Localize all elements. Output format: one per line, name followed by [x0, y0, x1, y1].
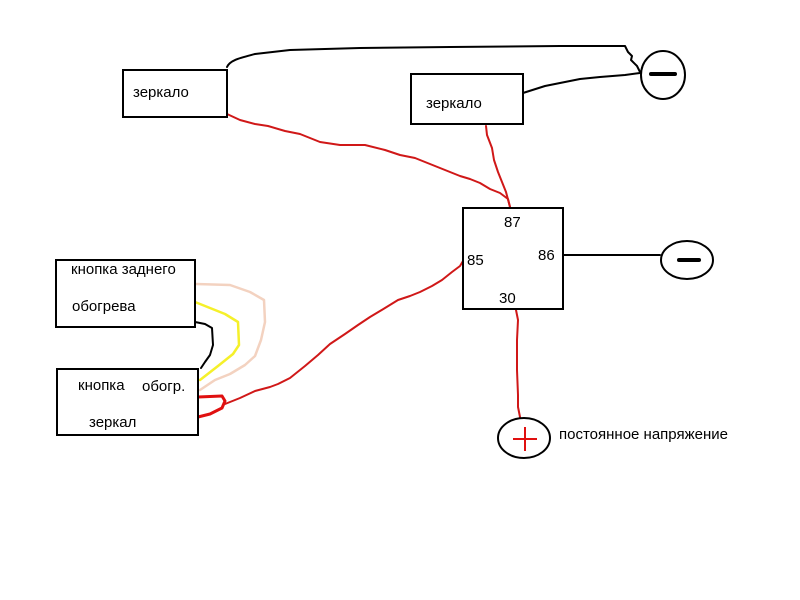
- relay-pin-86: 86: [538, 247, 555, 264]
- mirror-left-label: зеркало: [133, 84, 189, 101]
- mirror-heat-button-label-2: зеркал: [89, 414, 136, 431]
- rear-heat-button-box: кнопка заднего обогрева: [55, 259, 196, 328]
- wire-black-mirror-left-ground: [226, 45, 641, 73]
- mirror-right-box: зеркало: [410, 73, 524, 125]
- mirror-right-label: зеркало: [426, 95, 482, 112]
- wire-black-mirror-right-ground: [522, 72, 641, 94]
- relay-pin-87: 87: [504, 214, 521, 231]
- wire-black-buttons: [194, 321, 214, 369]
- power-plus-symbol: постоянное напряжение: [497, 417, 728, 459]
- mirror-heat-button-label-1a: кнопка: [78, 377, 125, 394]
- wire-yellow-buttons: [193, 300, 241, 382]
- mirror-left-box: зеркало: [122, 69, 228, 118]
- wire-red-button-85: [224, 260, 464, 405]
- mirror-heat-button-label-1b: обогр.: [142, 378, 185, 395]
- mirror-heat-button-box: кнопка обогр. зеркал: [56, 368, 199, 436]
- ground-top-symbol: [640, 50, 686, 100]
- wire-peach-buttons: [194, 282, 267, 392]
- wire-red-button-loop: [196, 394, 227, 419]
- relay-box: 87 86 85 30: [462, 207, 564, 310]
- rear-heat-button-label-2: обогрева: [72, 298, 136, 315]
- rear-heat-button-label-1: кнопка заднего: [71, 261, 176, 278]
- relay-pin-30: 30: [499, 290, 516, 307]
- wire-red-30-plus: [515, 309, 521, 418]
- power-plus-label: постоянное напряжение: [559, 426, 728, 443]
- wire-red-mirror-right-87: [485, 125, 511, 208]
- relay-pin-85: 85: [467, 252, 484, 269]
- wire-red-mirror-left-87: [226, 113, 511, 208]
- ground-relay-symbol: [660, 240, 714, 280]
- plus-icon: [513, 427, 537, 451]
